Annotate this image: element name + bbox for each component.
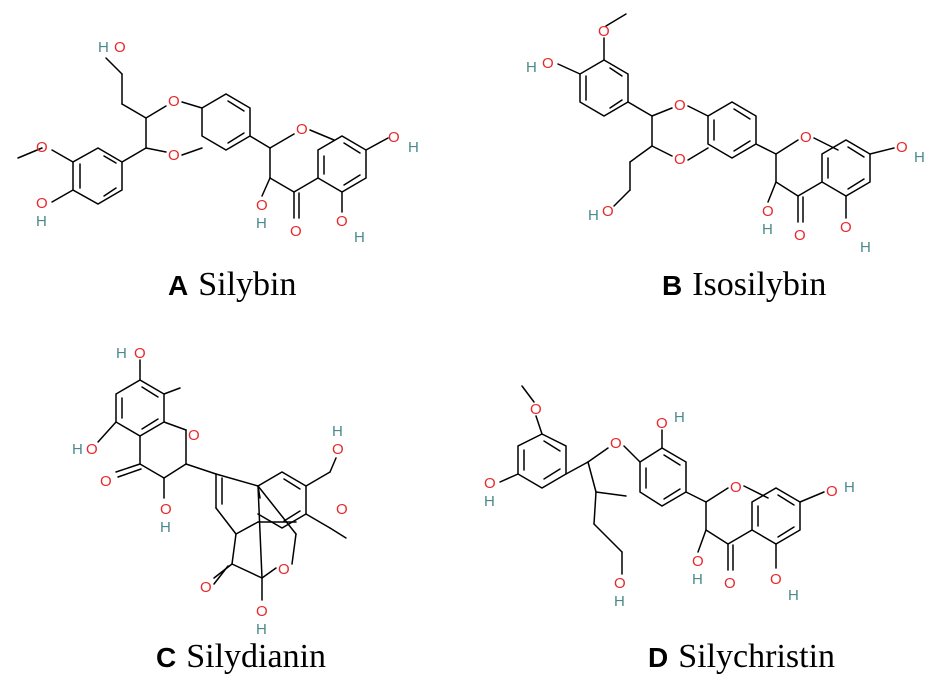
silychristin-atom-o: O xyxy=(770,571,782,588)
compound-name: Silychristin xyxy=(678,638,836,675)
isosilybin-atom-o: O xyxy=(840,219,852,236)
silychristin-atom-o: O xyxy=(692,553,704,570)
silybin-atom-o: O xyxy=(36,139,48,156)
isosilybin-atom-o: O xyxy=(674,97,686,114)
caption-c: C Silydianin xyxy=(156,638,326,676)
isosilybin-atom-o: O xyxy=(794,227,806,244)
compound-name: Silybin xyxy=(198,266,297,303)
isosilybin-atom-h: H xyxy=(914,149,925,166)
isosilybin-atom-labels: O O H O O O H O O H O O H O H xyxy=(526,23,925,256)
silychristin-atom-h: H xyxy=(674,409,685,426)
silydianin-atom-h: H xyxy=(256,621,267,638)
silybin-atom-h: H xyxy=(98,39,109,56)
silydianin-atom-o: O xyxy=(188,427,200,444)
panel-letter: C xyxy=(156,642,177,673)
silybin-atom-h: H xyxy=(36,213,47,230)
panel-silybin: O H O O O O H O O H O O H O H A Silybin xyxy=(0,0,475,330)
silydianin-atom-h: H xyxy=(332,423,343,440)
silybin-atom-o: O xyxy=(36,195,48,212)
silydianin-atom-o: O xyxy=(256,603,268,620)
silychristin-atom-o: O xyxy=(724,575,736,592)
silydianin-atom-o: O xyxy=(278,561,290,578)
silydianin-atom-labels: H O H O O O O H O O O H H O O xyxy=(72,345,348,638)
silydianin-atom-o: O xyxy=(134,345,146,362)
silychristin-atom-labels: O O H O O H O H O O H O O H O H xyxy=(484,401,855,610)
silydianin-atom-h: H xyxy=(116,345,127,362)
panel-silychristin: O O H O O H O H O O H O O H O H D Silychr… xyxy=(476,338,951,675)
panel-letter: B xyxy=(662,270,683,301)
silydianin-atom-o: O xyxy=(160,501,172,518)
isosilybin-atom-h: H xyxy=(860,239,871,256)
silychristin-atom-o: O xyxy=(484,475,496,492)
compound-name: Silydianin xyxy=(186,638,327,675)
isosilybin-atom-o: O xyxy=(598,23,610,40)
silychristin-atom-h: H xyxy=(614,593,625,610)
silychristin-atom-h: H xyxy=(484,493,495,510)
compound-name: Isosilybin xyxy=(692,266,827,303)
caption-a: A Silybin xyxy=(168,266,296,304)
silydianin-atom-o: O xyxy=(86,441,98,458)
silychristin-structure: O O H O O H O H O O H O O H O H xyxy=(484,385,855,610)
panel-letter: D xyxy=(648,642,669,673)
isosilybin-atom-h: H xyxy=(526,59,537,76)
silybin-atom-o: O xyxy=(388,129,400,146)
silydianin-atom-h: H xyxy=(72,441,83,458)
silybin-atom-o: O xyxy=(256,197,268,214)
silydianin-atom-o: O xyxy=(336,501,348,518)
isosilybin-atom-o: O xyxy=(542,55,554,72)
isosilybin-atom-h: H xyxy=(588,207,599,224)
isosilybin-atom-o: O xyxy=(896,139,908,156)
silychristin-atom-h: H xyxy=(692,571,703,588)
panel-isosilybin: O O H O O O H O O H O O H O H B Isosilybi… xyxy=(476,0,951,330)
silydianin-atom-h: H xyxy=(160,519,171,536)
silybin-atom-o: O xyxy=(168,147,180,164)
silychristin-atom-o: O xyxy=(530,401,542,418)
silychristin-atom-o: O xyxy=(656,415,668,432)
silydianin-atom-o: O xyxy=(332,441,344,458)
isosilybin-structure: O O H O O O H O O H O O H O H xyxy=(526,13,925,256)
isosilybin-atom-o: O xyxy=(602,203,614,220)
silydianin-atom-o: O xyxy=(200,579,212,596)
silybin-atom-o: O xyxy=(296,121,308,138)
silychristin-atom-h: H xyxy=(788,587,799,604)
silybin-atom-h: H xyxy=(256,215,267,232)
isosilybin-atom-o: O xyxy=(762,203,774,220)
silychristin-atom-o: O xyxy=(730,479,742,496)
isosilybin-atom-o: O xyxy=(674,151,686,168)
silychristin-atom-o: O xyxy=(826,483,838,500)
silybin-atom-o: O xyxy=(336,213,348,230)
panel-letter: A xyxy=(168,270,189,301)
silybin-atom-o: O xyxy=(114,39,126,56)
silybin-atom-h: H xyxy=(354,229,365,246)
silybin-atom-o: O xyxy=(168,93,180,110)
silybin-atom-labels: O H O O O O H O O H O O H O H xyxy=(36,39,419,246)
silybin-atom-o: O xyxy=(290,223,302,240)
caption-b: B Isosilybin xyxy=(662,266,826,304)
silydianin-atom-o: O xyxy=(100,473,112,490)
silydianin-structure: H O H O O O O H O O O H H O O xyxy=(72,345,348,638)
silybin-structure: O H O O O O H O O H O O H O H xyxy=(17,39,419,246)
silychristin-atom-o: O xyxy=(614,575,626,592)
silybin-atom-h: H xyxy=(408,139,419,156)
isosilybin-atom-h: H xyxy=(762,221,773,238)
silychristin-atom-o: O xyxy=(610,435,622,452)
caption-d: D Silychristin xyxy=(648,638,835,676)
isosilybin-atom-o: O xyxy=(800,129,812,146)
silychristin-atom-h: H xyxy=(844,479,855,496)
panel-silydianin: H O H O O O O H O O O H H O O C Silydiani… xyxy=(0,338,475,675)
